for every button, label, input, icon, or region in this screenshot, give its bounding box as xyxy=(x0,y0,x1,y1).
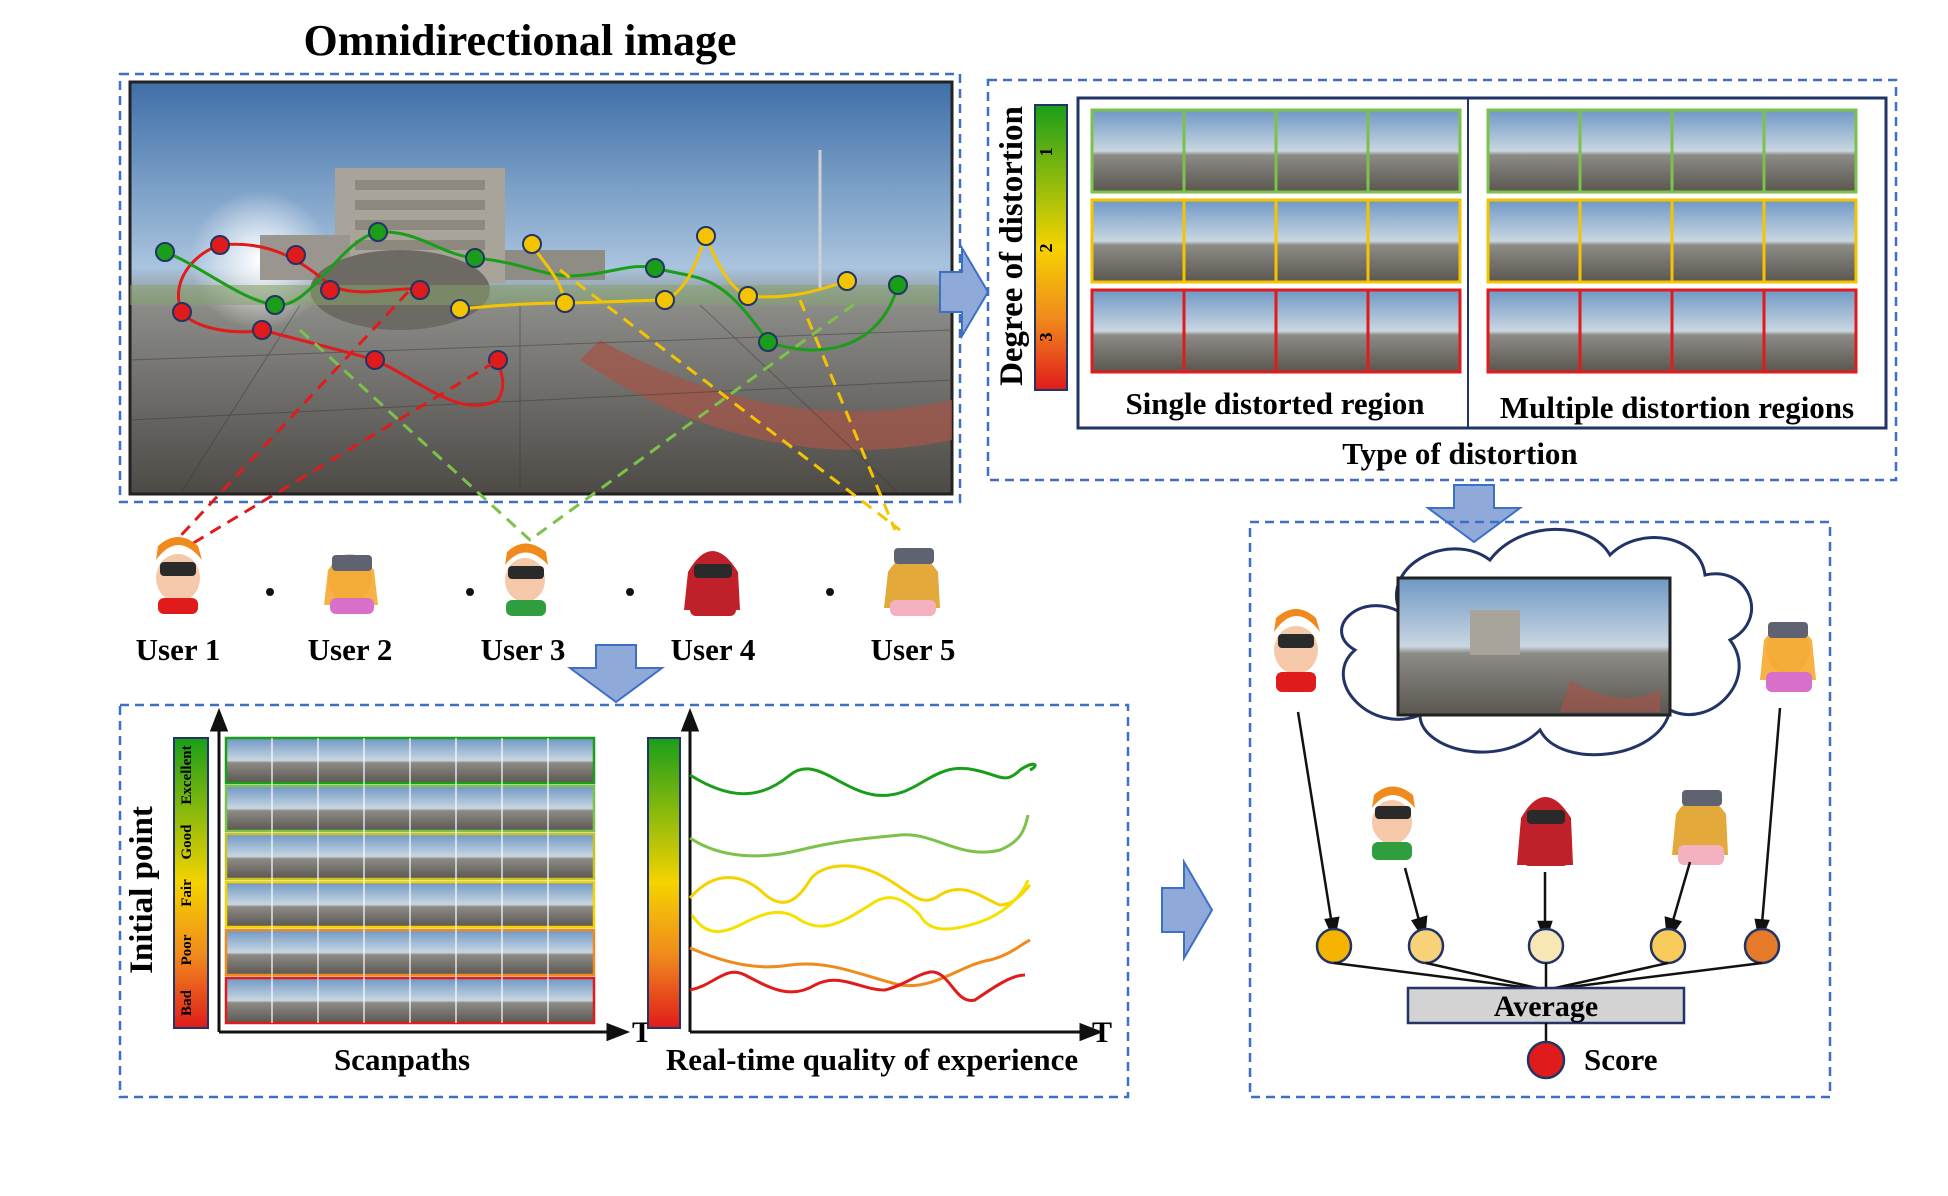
user-label-4: User 4 xyxy=(671,632,756,667)
level-bad: Bad xyxy=(179,989,195,1016)
vr-user-avatar-2 xyxy=(324,554,378,614)
level-poor: Poor xyxy=(179,934,195,965)
multiple-region-thumbs xyxy=(1486,108,1858,374)
distortion-grid-frame xyxy=(1076,96,1888,430)
qoe-curve-good xyxy=(689,814,1030,858)
cloud-panorama xyxy=(1396,576,1672,717)
scanpaths-label: Scanpaths xyxy=(334,1042,470,1077)
user-score-2 xyxy=(1407,927,1445,965)
vr-user-avatar-1 xyxy=(156,537,202,614)
agg-user-avatar-4 xyxy=(1517,797,1573,866)
block-arrow-right-top xyxy=(939,244,990,340)
qoe-axes xyxy=(680,707,1104,1042)
user-label-3: User 3 xyxy=(481,632,566,667)
vr-user-avatar-5 xyxy=(884,548,940,616)
single-row-2 xyxy=(1090,198,1462,284)
score-label: Score xyxy=(1584,1042,1657,1077)
type-of-distortion-label: Type of distortion xyxy=(1342,436,1577,471)
qoe-bar xyxy=(647,737,681,1029)
fixations-green xyxy=(155,222,908,352)
degree-level-2: 2 xyxy=(1036,244,1056,253)
figure-title: Omnidirectional image xyxy=(303,16,736,65)
level-excellent: Excellent xyxy=(179,745,195,804)
vr-user-avatar-4 xyxy=(684,551,740,616)
qoe-t-label: T xyxy=(1092,1016,1112,1049)
initial-point-label: Initial point xyxy=(124,806,160,974)
fixations-red xyxy=(172,235,508,370)
level-fair: Fair xyxy=(179,879,195,907)
average-label: Average xyxy=(1494,990,1598,1023)
qoe-label: Real-time quality of experience xyxy=(666,1042,1078,1077)
block-arrow-down-distortion xyxy=(1424,484,1524,544)
separator-dot xyxy=(466,588,474,596)
user-score-3 xyxy=(1527,927,1565,965)
users-row xyxy=(156,537,940,616)
vr-user-avatar-3 xyxy=(505,543,548,616)
user-score-1 xyxy=(1315,927,1353,965)
separator-dot xyxy=(826,588,834,596)
fixations-yellow xyxy=(450,226,857,319)
distortion-degree-bar xyxy=(1034,104,1068,391)
user-score-5 xyxy=(1743,927,1781,965)
single-row-3 xyxy=(1090,288,1462,374)
level-good: Good xyxy=(179,824,195,860)
multi-row-2 xyxy=(1486,198,1858,284)
agg-user-avatar-5 xyxy=(1672,790,1728,865)
user-score-circles xyxy=(1315,927,1781,965)
qoe-curve-poor xyxy=(690,879,1030,934)
initial-point-bar xyxy=(173,737,209,1029)
average-connectors xyxy=(1333,961,1763,992)
single-row-1 xyxy=(1090,108,1462,194)
qoe-curves xyxy=(688,762,1037,1002)
multiple-region-label: Multiple distortion regions xyxy=(1500,390,1854,425)
agg-user-avatar-2 xyxy=(1760,622,1816,692)
user-connectors xyxy=(170,268,901,547)
qoe-curve-excellent xyxy=(689,762,1037,797)
final-score-circle xyxy=(1526,1040,1566,1080)
agg-user-avatar-1 xyxy=(1274,609,1320,692)
agg-user-avatar-3 xyxy=(1372,786,1415,860)
qoe-curve-bad-red xyxy=(689,970,1026,1002)
distortion-dashed-frame xyxy=(986,78,1898,482)
scanpath-thumbnail-grid xyxy=(224,736,596,1025)
qoe-curve-bad-orange xyxy=(689,938,1031,988)
single-region-label: Single distorted region xyxy=(1125,386,1424,421)
user-label-2: User 2 xyxy=(308,632,393,667)
multi-row-1 xyxy=(1486,108,1858,194)
degree-level-3: 3 xyxy=(1036,333,1056,342)
user-label-5: User 5 xyxy=(871,632,956,667)
qoe-curve-fair xyxy=(688,864,1032,907)
user-label-1: User 1 xyxy=(136,632,221,667)
scanpath-dashed-frame xyxy=(118,703,1130,1099)
user-score-4 xyxy=(1649,927,1687,965)
multi-row-3 xyxy=(1486,288,1858,374)
scanpath-axes xyxy=(209,707,631,1042)
degree-level-1: 1 xyxy=(1036,148,1056,157)
single-region-thumbs xyxy=(1090,108,1462,374)
block-arrow-down-users xyxy=(566,644,666,704)
separator-dot xyxy=(626,588,634,596)
block-arrow-right-bottom xyxy=(1161,858,1214,962)
aggregate-users xyxy=(1274,609,1816,866)
aggregate-dashed-frame xyxy=(1248,520,1832,1099)
separator-dot xyxy=(266,588,274,596)
degree-of-distortion-label: Degree of distortion xyxy=(994,106,1030,386)
